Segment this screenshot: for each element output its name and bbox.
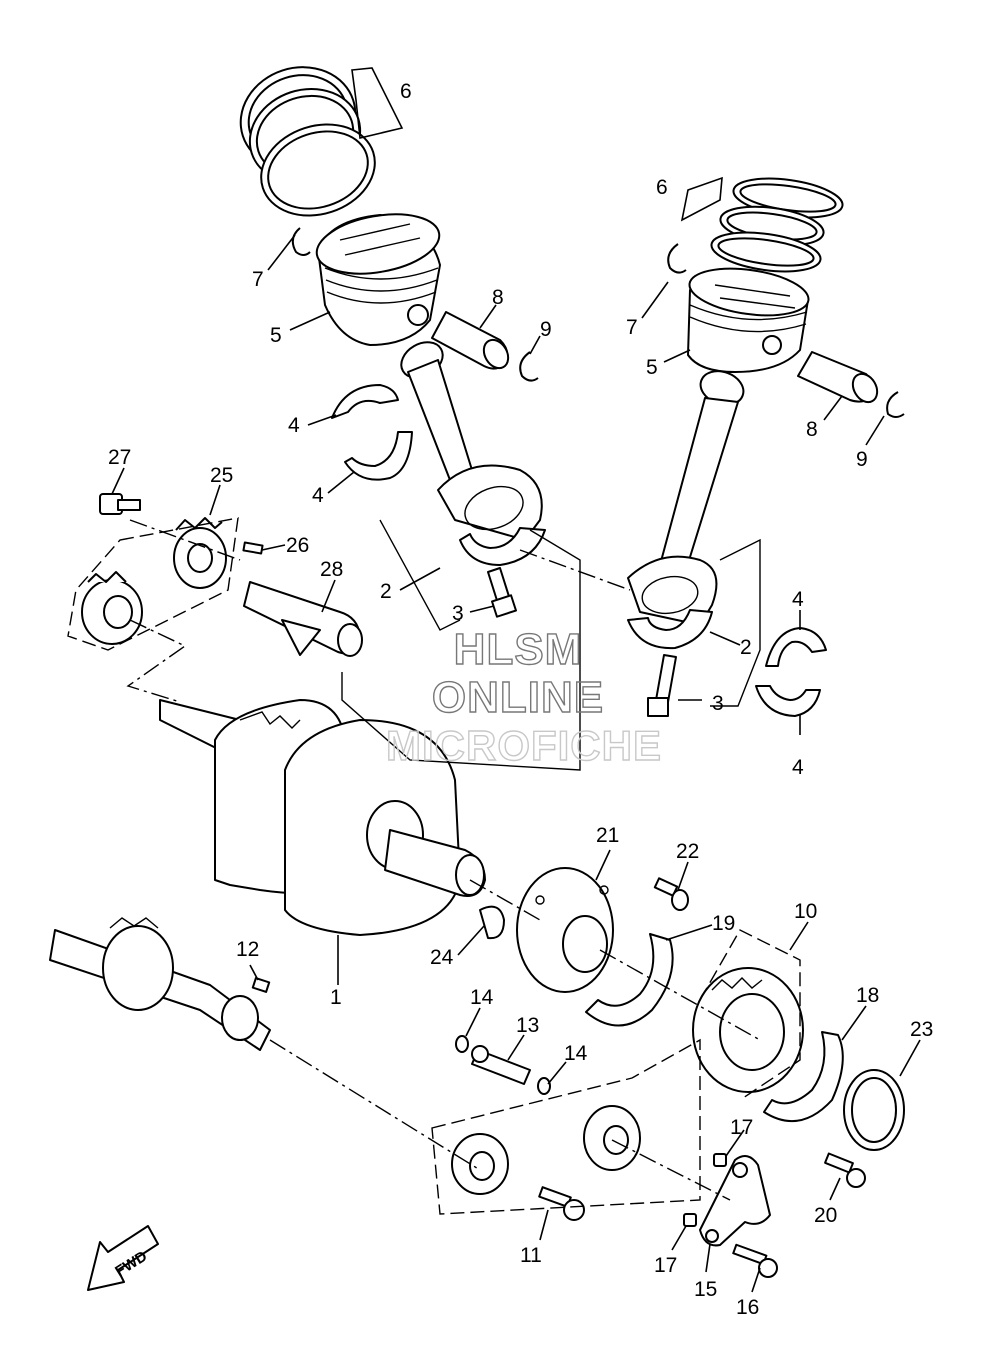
callout-20: 20 xyxy=(814,1204,837,1227)
callout-26: 26 xyxy=(286,534,309,557)
callout-25: 25 xyxy=(210,464,233,487)
gear-10 xyxy=(692,967,804,1093)
pin-17a xyxy=(713,1153,727,1167)
callout-10: 10 xyxy=(794,900,817,923)
rod-bolt-2 xyxy=(647,654,677,717)
rod-bearing-1 xyxy=(331,384,413,481)
piston-pin-2 xyxy=(797,351,879,404)
callout-7a: 7 xyxy=(252,268,264,291)
spacer-24 xyxy=(479,905,505,940)
callout-7b: 7 xyxy=(626,316,638,339)
piston-clip-2 xyxy=(519,351,539,382)
callout-24: 24 xyxy=(430,946,454,969)
pin-17b xyxy=(683,1213,697,1227)
oring-14b xyxy=(537,1077,551,1095)
assembly-lines xyxy=(67,517,801,1215)
piston-rings-set-2 xyxy=(710,177,844,273)
callout-4b: 4 xyxy=(312,484,324,507)
gear-small-left xyxy=(451,1133,509,1195)
callout-28: 28 xyxy=(320,558,343,581)
piston-rings-set-1 xyxy=(239,66,376,217)
bearing-18 xyxy=(763,1031,844,1123)
watermark-line-1: HLSM xyxy=(454,625,583,674)
callout-3b: 3 xyxy=(712,692,724,715)
callout-14a: 14 xyxy=(470,986,494,1009)
callout-17b: 17 xyxy=(654,1254,677,1277)
shaft-13 xyxy=(471,1045,531,1085)
callout-5a: 5 xyxy=(270,324,282,347)
bolt-27 xyxy=(99,493,141,515)
callout-13: 13 xyxy=(516,1014,539,1037)
callout-17a: 17 xyxy=(730,1116,753,1139)
callout-22: 22 xyxy=(676,840,699,863)
callout-2a: 2 xyxy=(380,580,392,603)
callout-23: 23 xyxy=(910,1018,933,1041)
callout-labels: 6 7 5 8 9 4 4 6 7 5 8 9 27 25 26 28 2 3 … xyxy=(108,80,933,1319)
rod-bearing-2 xyxy=(755,627,827,717)
callout-4c: 4 xyxy=(792,588,804,611)
callout-9a: 9 xyxy=(540,318,552,341)
connecting-rod-2 xyxy=(627,370,745,650)
callout-9b: 9 xyxy=(856,448,868,471)
watermark-line-2: ONLINE xyxy=(432,673,604,722)
callout-15: 15 xyxy=(694,1278,717,1301)
piston-1 xyxy=(315,213,441,346)
key-26 xyxy=(242,541,264,555)
rod-bolt-1 xyxy=(487,567,517,618)
callout-8b: 8 xyxy=(806,418,818,441)
callout-4a: 4 xyxy=(288,414,300,437)
callout-6a: 6 xyxy=(400,80,412,103)
crankshaft-1 xyxy=(159,699,486,936)
callout-18: 18 xyxy=(856,984,879,1007)
gear-small-right xyxy=(583,1105,641,1171)
piston-clip-4 xyxy=(886,391,905,418)
callout-3a: 3 xyxy=(452,602,464,625)
piston-2 xyxy=(687,267,810,373)
callout-19: 19 xyxy=(712,912,735,935)
oring-14a xyxy=(455,1035,469,1053)
bolt-20 xyxy=(824,1152,866,1188)
fwd-arrow-icon: FWD xyxy=(87,1225,159,1291)
callout-4d: 4 xyxy=(792,756,804,779)
callout-14b: 14 xyxy=(564,1042,588,1065)
piston-pin-1 xyxy=(431,311,510,370)
callout-11: 11 xyxy=(520,1244,542,1267)
bolt-11 xyxy=(538,1186,585,1221)
callout-16: 16 xyxy=(736,1296,759,1319)
callout-6b: 6 xyxy=(656,176,668,199)
callout-27: 27 xyxy=(108,446,131,469)
bracket-15 xyxy=(699,1155,771,1247)
callout-21: 21 xyxy=(596,824,619,847)
balancer-shaft-28 xyxy=(243,581,363,657)
callout-1: 1 xyxy=(330,986,342,1009)
callout-2b: 2 xyxy=(740,636,752,659)
output-shaft xyxy=(49,917,271,1051)
piston-clip-3 xyxy=(667,243,687,274)
seal-23 xyxy=(843,1069,905,1151)
bearing-19 xyxy=(585,933,674,1027)
watermark: HLSM ONLINE MICROFICHE xyxy=(385,624,662,769)
callout-12: 12 xyxy=(236,938,259,961)
watermark-line-3: MICROFICHE xyxy=(386,722,662,769)
connecting-rod-1 xyxy=(400,341,546,566)
rotor-21 xyxy=(516,867,614,993)
key-12 xyxy=(251,977,271,993)
piston-clip-1 xyxy=(291,227,311,256)
gear-25b xyxy=(81,571,143,645)
bolt-22 xyxy=(653,877,689,911)
callout-5b: 5 xyxy=(646,356,658,379)
bolt-16 xyxy=(732,1243,778,1278)
callout-8a: 8 xyxy=(492,286,504,309)
leader-lines xyxy=(111,67,921,1293)
